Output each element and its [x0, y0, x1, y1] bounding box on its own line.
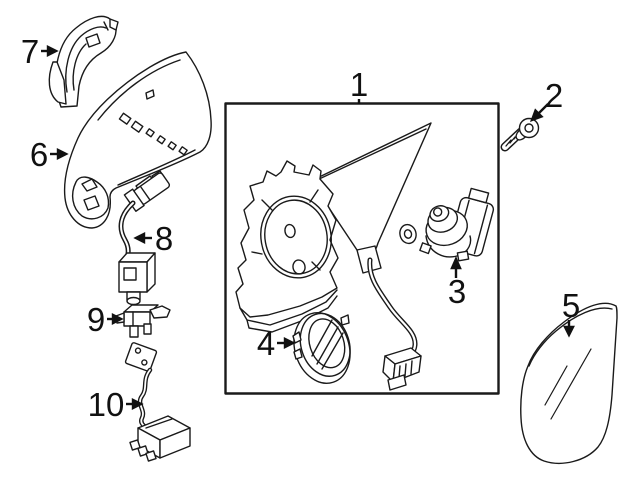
mirror-glass-drawing [520, 302, 618, 465]
wiring-pigtail-drawing [118, 172, 171, 306]
callout-2-label: 2 [545, 77, 563, 114]
harness-with-connector-drawing [124, 342, 191, 462]
callout-10-arrow [126, 398, 144, 410]
callout-3-label: 3 [448, 273, 466, 310]
mirror-motor-drawing [419, 187, 495, 262]
callout-layer: 1 2 3 4 5 6 7 8 9 10 [21, 33, 580, 423]
callout-4-arrow [277, 337, 296, 349]
callout-9-arrow [107, 313, 124, 325]
mounting-screw-drawing [500, 117, 540, 152]
callout-5-label: 5 [562, 287, 580, 324]
callout-5-arrow [563, 320, 575, 338]
callout-9-label: 9 [87, 301, 105, 338]
callout-7-label: 7 [21, 33, 39, 70]
grommet-drawing [399, 223, 417, 245]
assembly-wire-drawing [367, 257, 422, 391]
callout-6-arrow [50, 148, 69, 160]
callout-8-label: 8 [155, 220, 173, 257]
callout-2-arrow [529, 103, 549, 123]
motor-trim-ring-drawing [292, 312, 351, 384]
callout-7-arrow [41, 45, 59, 57]
callout-8-arrow [133, 232, 152, 244]
callout-1-label: 1 [350, 66, 368, 103]
housing-cap-bracket-drawing [48, 15, 119, 108]
callout-10-label: 10 [88, 386, 125, 423]
callout-4-label: 4 [257, 325, 275, 362]
mirror-bracket-drawing [235, 160, 339, 333]
mirror-sail-panel-drawing [310, 122, 432, 274]
mounting-clip-drawing [115, 304, 171, 338]
callout-3-arrow [450, 256, 462, 278]
callout-6-label: 6 [30, 136, 48, 173]
